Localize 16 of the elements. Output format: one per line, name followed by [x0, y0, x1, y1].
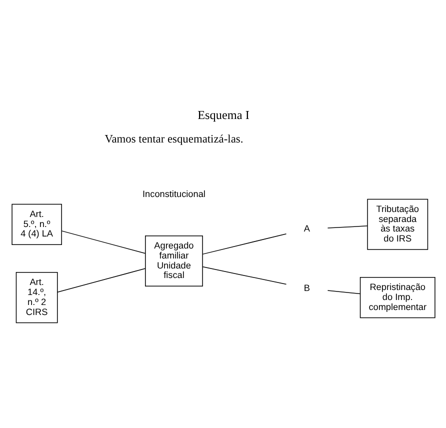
connector [326, 225, 368, 228]
label: Vamos tentar esquematizá-las. [104, 132, 243, 145]
node-box: Agregado familiar Unidade fiscal [144, 234, 202, 286]
label: Inconstitucional [142, 188, 205, 199]
diagram-title: Esquema I [197, 108, 249, 122]
node-box: Art. 5.º, n.º 4 (4) LA [11, 203, 62, 244]
connector [202, 266, 286, 284]
node-box: Repristinação do Imp. complementar [359, 276, 435, 318]
connector [56, 268, 146, 292]
node-text: B [303, 282, 310, 292]
node-box: Tributação separada às taxas do IRS [366, 198, 428, 250]
node-text: A [303, 222, 310, 233]
connector [326, 290, 360, 294]
connector [202, 232, 286, 254]
connector [60, 230, 146, 254]
node-box: Art. 14.º, n.º 2 CIRS [15, 272, 58, 323]
